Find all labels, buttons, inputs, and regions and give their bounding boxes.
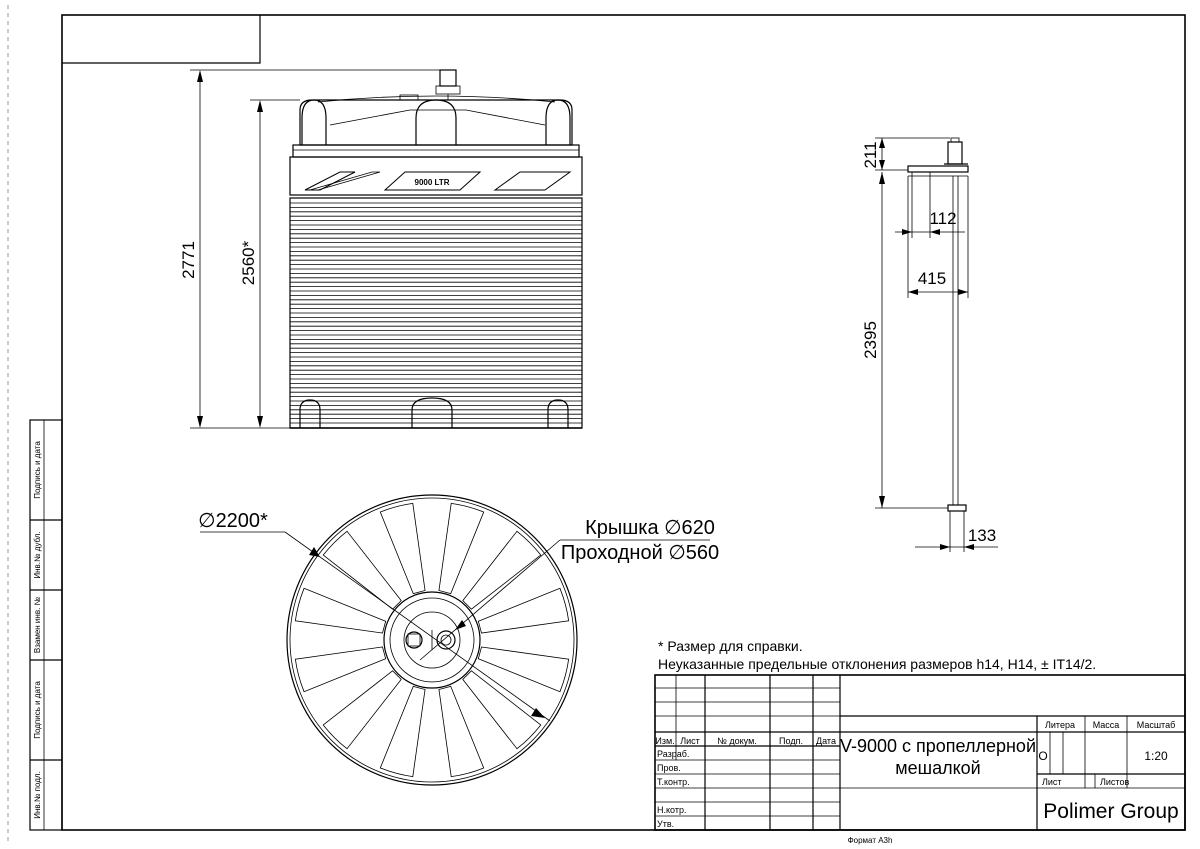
lid-label: Крышка ∅620	[585, 517, 715, 539]
radial-rib	[379, 685, 426, 778]
radial-rib	[438, 502, 485, 595]
side-stamp-label: Инв.№ дубл.	[33, 531, 42, 578]
drawing-title-line1: V-9000 с пропеллерной	[840, 736, 1036, 756]
litera-label: Литера	[1045, 720, 1075, 730]
side-stamp-label: Взамен инв. №	[33, 596, 42, 653]
role-label: Н.котр.	[657, 805, 686, 815]
company-name: Polimer Group	[1043, 800, 1178, 823]
tank-front-view: 9000 LTR 2771 2560*	[179, 69, 583, 429]
sheets-label: Листов	[1100, 777, 1129, 787]
title-block: Изм. Лист № докум. Подп. Дата Разраб. Пр…	[654, 674, 1186, 831]
mass-label: Масса	[1093, 720, 1120, 730]
role-label: Утв.	[657, 819, 674, 829]
dim-plate: 415	[918, 269, 946, 288]
pass-label: Проходной ∅560	[561, 542, 719, 564]
scale-label: Масштаб	[1137, 720, 1176, 730]
tank-top-view: ∅2200* Крышка ∅620 Проходной ∅560	[198, 494, 719, 786]
top-left-stamp-box	[62, 15, 261, 64]
note-reference: * Размер для справки.	[658, 638, 803, 654]
header-date: Дата	[816, 736, 836, 746]
side-stamp-label: Подпись и дата	[33, 441, 42, 499]
radial-rib	[438, 685, 485, 778]
drawing-frame	[61, 14, 1186, 831]
radial-rib	[379, 502, 426, 595]
side-stamp: Подпись и дата Инв.№ дубл. Взамен инв. №…	[29, 419, 63, 831]
header-list: Лист	[680, 736, 700, 746]
dim-flange: 112	[929, 209, 956, 228]
sheet-label: Лист	[1042, 777, 1062, 787]
radial-rib	[294, 587, 387, 634]
radial-rib	[462, 530, 542, 610]
dim-tank-height: 2560*	[239, 240, 258, 285]
header-izm: Изм.	[655, 736, 674, 746]
header-sign: Подп.	[779, 736, 803, 746]
dim-diameter: ∅2200*	[198, 510, 268, 532]
header-doc: № докум.	[717, 736, 757, 746]
side-stamp-label: Инв.№ подл.	[33, 771, 42, 819]
litera-value: О	[1038, 749, 1047, 763]
scale-value: 1:20	[1144, 749, 1168, 763]
radial-rib	[294, 646, 387, 693]
dim-shaft: 2395	[861, 321, 880, 359]
role-label: Разраб.	[657, 749, 689, 759]
radial-rib	[322, 530, 402, 610]
dim-propeller: 133	[968, 526, 996, 545]
role-label: Т.контр.	[657, 777, 690, 787]
radial-rib	[477, 646, 570, 693]
dim-motor: 211	[861, 141, 880, 168]
role-label: Пров.	[657, 763, 681, 773]
radial-rib	[322, 670, 402, 750]
radial-rib	[477, 587, 570, 634]
radial-rib	[462, 670, 542, 750]
drawing-title-line2: мешалкой	[895, 758, 980, 778]
note-tolerance: Неуказанные предельные отклонения размер…	[658, 656, 1096, 672]
format-label: Формат А3h	[848, 836, 893, 845]
tank-volume-label: 9000 LTR	[415, 178, 450, 187]
agitator-view: 211 112 415 2395 133	[861, 137, 998, 552]
side-stamp-label: Подпись и дата	[33, 681, 42, 739]
dim-total-height: 2771	[179, 241, 198, 279]
